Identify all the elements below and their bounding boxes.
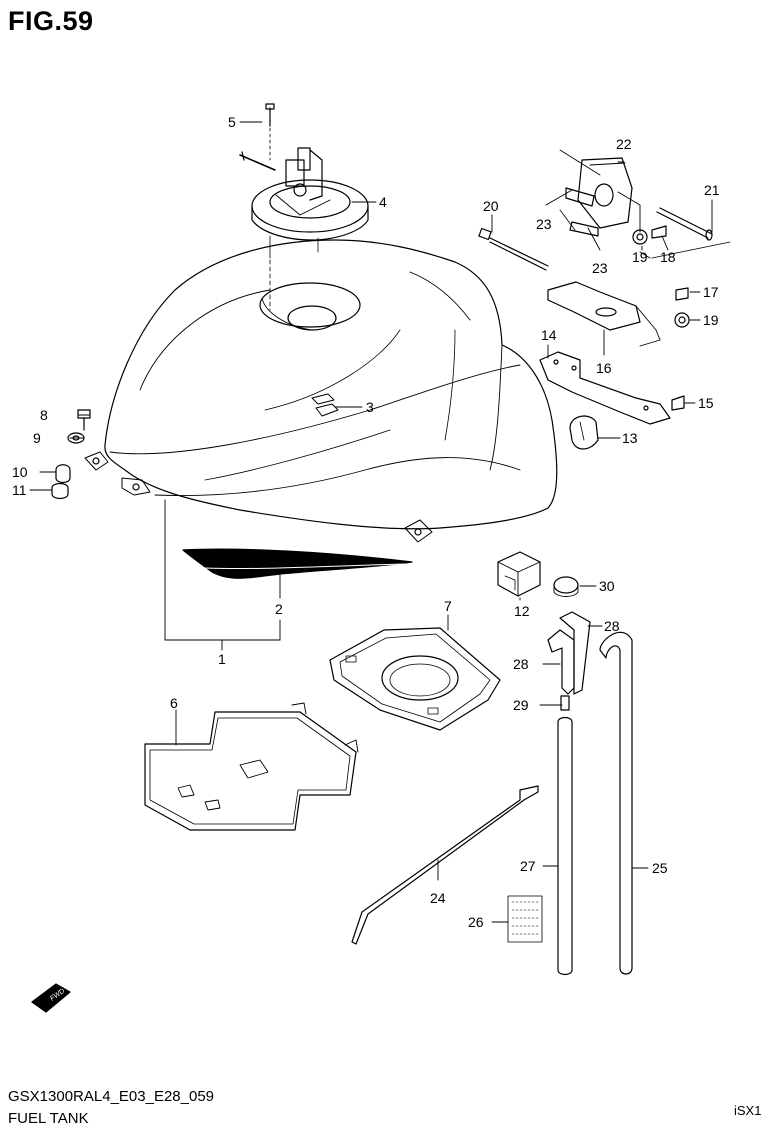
- callout-28a: 28: [513, 656, 529, 672]
- callout-4: 4: [379, 194, 387, 210]
- hinge-bolt-18: [651, 225, 667, 239]
- figure-title: FIG.59: [8, 6, 94, 36]
- callout-14: 14: [541, 327, 557, 343]
- hinge-bushings: [565, 187, 599, 237]
- section-name: FUEL TANK: [8, 1110, 89, 1127]
- long-bolt-20: [478, 227, 549, 271]
- callout-19a: 19: [632, 249, 648, 265]
- callout-24: 24: [430, 890, 446, 906]
- callout-26: 26: [468, 914, 484, 930]
- fuel-tank: [84, 239, 558, 543]
- callout-3: 3: [366, 399, 374, 415]
- leader-lines: [29, 121, 713, 923]
- rod-24: [351, 785, 539, 945]
- drain-hose-27: [557, 716, 573, 976]
- grommet-10: [55, 464, 71, 484]
- callout-12: 12: [514, 603, 530, 619]
- callout-21: 21: [704, 182, 720, 198]
- rubber-damper-13: [569, 415, 599, 450]
- model-code: GSX1300RAL4_E03_E28_059: [8, 1088, 215, 1105]
- screw-15: [671, 395, 685, 411]
- callout-13: 13: [622, 430, 638, 446]
- breather-hose-25: [599, 631, 633, 975]
- callout-19b: 19: [703, 312, 719, 328]
- callout-2: 2: [275, 601, 283, 617]
- callout-22: 22: [616, 136, 632, 152]
- tank-bottom-protector: [144, 702, 359, 831]
- fwd-arrow-icon: FWD: [31, 983, 71, 1013]
- suzuki-emblem-decal: [311, 393, 339, 417]
- callout-15: 15: [698, 395, 714, 411]
- bolt-8: [77, 409, 91, 431]
- callout-30: 30: [599, 578, 615, 594]
- callout-23a: 23: [536, 216, 552, 232]
- cap-bolt: [265, 103, 275, 161]
- cap-30: [553, 576, 579, 597]
- callout-16: 16: [596, 360, 612, 376]
- tank-side-decal: [182, 548, 413, 579]
- callout-5: 5: [228, 114, 236, 130]
- joint-29: [560, 695, 570, 711]
- callout-1: 1: [218, 651, 226, 667]
- callout-11: 11: [12, 482, 27, 498]
- leader-line: [651, 241, 731, 259]
- hose-28: [547, 611, 591, 695]
- collar-11: [51, 482, 69, 500]
- tank-seal-plate: [329, 627, 501, 731]
- callout-10: 10: [12, 464, 28, 480]
- hinge-pin: [656, 207, 713, 241]
- callout-9: 9: [33, 430, 41, 446]
- fuel-filler-cap: [239, 147, 369, 311]
- callout-8: 8: [40, 407, 48, 423]
- tank-hinge-bracket: [559, 149, 641, 233]
- callout-numbers: 1 2 3 4 5 6 7 8 9 10 11 12 13 14 15 16 1…: [12, 114, 720, 930]
- screw-17: [675, 287, 689, 301]
- rear-mount-bracket-16: [547, 281, 661, 347]
- cushion-12: [497, 551, 541, 597]
- callout-20: 20: [483, 198, 499, 214]
- page-reference: iSX1: [734, 1103, 762, 1118]
- callout-28b: 28: [604, 618, 620, 634]
- callout-27: 27: [520, 858, 536, 874]
- callout-23b: 23: [592, 260, 608, 276]
- callout-6: 6: [170, 695, 178, 711]
- callout-18: 18: [660, 249, 676, 265]
- callout-25: 25: [652, 860, 668, 876]
- callout-29: 29: [513, 697, 529, 713]
- callout-7: 7: [444, 598, 452, 614]
- label-sticker-26: [507, 895, 543, 943]
- tank-holder-bracket-14: [539, 351, 671, 425]
- callout-17: 17: [703, 284, 719, 300]
- hinge-nut: [632, 229, 648, 245]
- nut-19-lower: [674, 312, 690, 328]
